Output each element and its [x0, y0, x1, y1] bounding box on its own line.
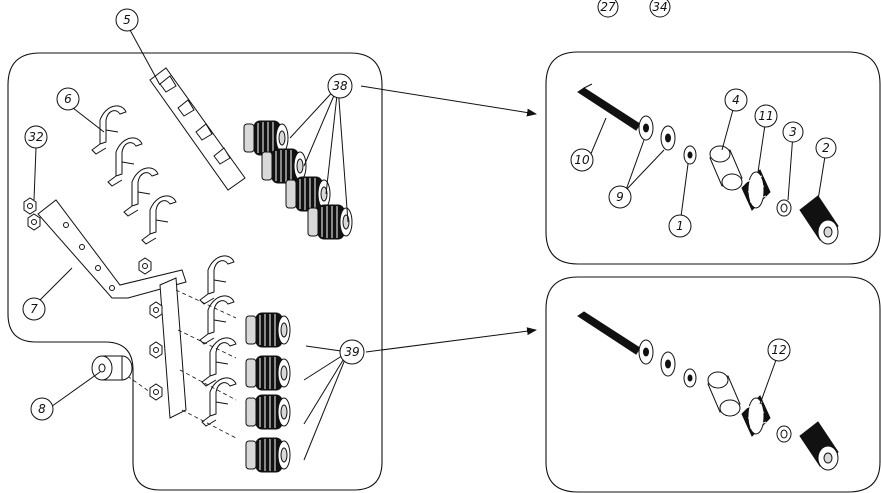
label-1: 1: [676, 219, 684, 233]
callout-5: 5: [115, 8, 139, 32]
spacer-part-8: [91, 355, 133, 381]
label-32: 32: [28, 130, 43, 144]
clip-group-lower: [199, 255, 237, 427]
callout-34: 34: [649, 0, 671, 18]
callout-2: 2: [815, 137, 837, 159]
bracket-part-7: [37, 199, 187, 299]
callout-8: 8: [30, 397, 54, 421]
knob-39-b: [245, 355, 291, 391]
label-8: 8: [38, 402, 46, 416]
label-39: 39: [344, 345, 359, 359]
callout-32: 32: [24, 125, 48, 149]
exploded-knob-detail-top: [577, 83, 839, 245]
clip-group-6: [91, 105, 177, 245]
knob-39-a: [245, 312, 291, 348]
label-10: 10: [574, 153, 590, 167]
callout-3: 3: [782, 121, 804, 143]
callout-7: 7: [22, 297, 46, 321]
knob-group-39: [245, 312, 291, 473]
detail-panel-38: [545, 51, 881, 265]
callout-10: 10: [570, 148, 594, 172]
callout-4: 4: [724, 88, 748, 112]
knob-38-d: [307, 204, 353, 240]
callout-12: 12: [767, 338, 791, 362]
label-12: 12: [771, 343, 786, 357]
exploded-knob-detail-bottom: [577, 311, 839, 471]
detail-panel-39: [545, 276, 881, 493]
knob-39-c: [245, 394, 291, 430]
callout-6: 6: [56, 87, 80, 111]
main-assembly-panel: [7, 52, 383, 491]
label-38: 38: [332, 79, 348, 93]
label-3: 3: [789, 125, 797, 139]
label-34: 34: [652, 0, 667, 14]
label-7: 7: [30, 302, 38, 316]
label-2: 2: [822, 141, 830, 155]
plate-part-5: [149, 67, 246, 191]
bracket-bar: [159, 277, 187, 419]
callout-1: 1: [668, 214, 692, 238]
label-11: 11: [758, 109, 773, 123]
knob-39-d: [245, 437, 291, 473]
label-9: 9: [616, 190, 624, 204]
callout-9: 9: [608, 185, 632, 209]
callout-11: 11: [754, 104, 778, 128]
callout-38: 38: [327, 73, 353, 99]
label-4: 4: [732, 93, 740, 107]
label-6: 6: [64, 92, 72, 106]
callout-27: 27: [597, 0, 619, 18]
label-27: 27: [600, 0, 616, 14]
callout-39: 39: [339, 339, 365, 365]
knob-group-38: [243, 120, 353, 240]
label-5: 5: [123, 13, 131, 27]
